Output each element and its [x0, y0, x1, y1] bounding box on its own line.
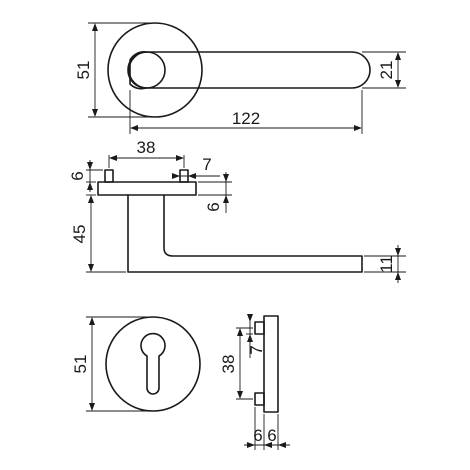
arrow — [223, 174, 229, 182]
arrow — [247, 334, 253, 342]
arrow — [278, 442, 286, 448]
escutcheon-outline — [105, 316, 201, 412]
rose-inner-ring — [128, 51, 166, 89]
escutcheon-pin-top — [254, 321, 265, 335]
arrow — [395, 272, 401, 280]
dim-pin-offset: 7 — [202, 155, 211, 174]
dim-escutcheon-plate-a: 6 — [253, 426, 262, 445]
dim-escutcheon-pin-spacing: 38 — [219, 355, 238, 374]
escutcheon-side-view: 38 7 6 6 — [219, 314, 290, 450]
top-view: 51 21 122 — [74, 22, 406, 134]
arrow — [237, 328, 243, 336]
escutcheon-plate-side — [263, 315, 279, 413]
arrow — [87, 182, 93, 190]
lever-side-outline — [127, 194, 363, 273]
dim-plate-thickness: 6 — [204, 202, 223, 211]
dim-pin-height: 6 — [68, 171, 87, 180]
arrow — [130, 125, 138, 131]
arrow — [264, 442, 272, 448]
arrow — [395, 80, 401, 88]
arrow — [88, 264, 94, 272]
escutcheon-pin-bottom — [254, 392, 265, 406]
lever-neck-curve — [127, 51, 147, 89]
arrow — [92, 109, 98, 117]
arrow — [354, 125, 362, 131]
arrow — [188, 173, 196, 179]
dim-pin-spacing: 38 — [137, 138, 156, 157]
dim-lever-length: 122 — [232, 109, 260, 128]
lever-top-outline — [129, 51, 371, 90]
dim-lever-height: 45 — [70, 225, 89, 244]
pin-left — [104, 169, 114, 183]
dim-escutcheon-diameter: 51 — [71, 355, 90, 374]
arrow — [176, 155, 184, 161]
arrow — [87, 162, 93, 170]
side-view: 38 7 6 6 45 11 — [68, 138, 406, 283]
dim-rose-diameter: 51 — [74, 61, 93, 80]
arrow — [247, 442, 255, 448]
arrow — [89, 317, 95, 325]
arrow — [92, 23, 98, 31]
arrow — [395, 248, 401, 256]
arrow — [88, 195, 94, 203]
escutcheon-front-view: 51 — [71, 316, 201, 412]
dim-lever-thickness: 21 — [377, 61, 396, 80]
dim-escutcheon-pin-offset: 7 — [247, 345, 266, 354]
dim-lever-end-thickness: 11 — [377, 255, 396, 273]
arrow — [237, 391, 243, 399]
arrow — [395, 52, 401, 60]
arrow — [172, 173, 180, 179]
arrow — [89, 403, 95, 411]
base-plate — [97, 181, 197, 196]
rose-outline — [107, 22, 203, 118]
arrow — [223, 195, 229, 203]
arrow — [247, 314, 253, 322]
keyhole-outline — [140, 332, 166, 395]
dim-escutcheon-plate-b: 6 — [267, 426, 276, 445]
arrow — [109, 155, 117, 161]
